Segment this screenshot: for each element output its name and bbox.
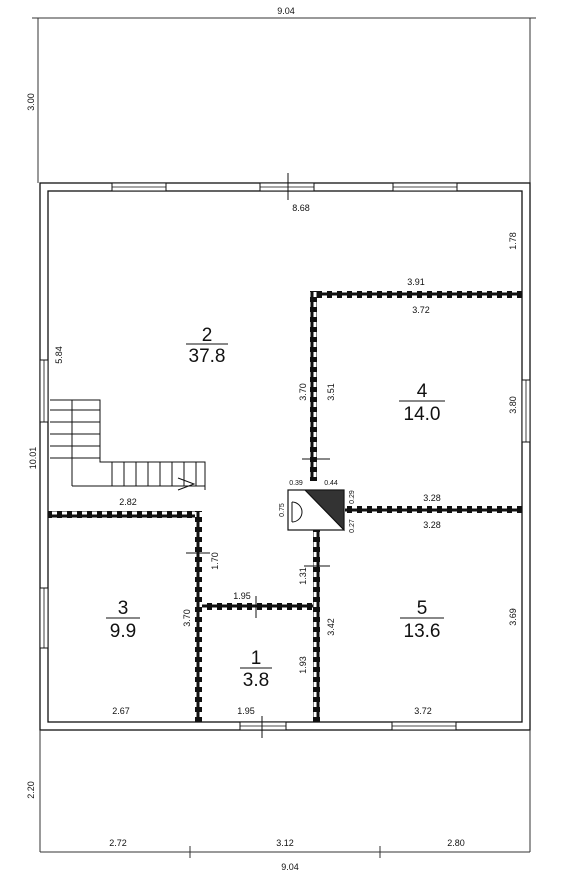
dim-shaft-075: 0.75	[279, 503, 286, 517]
terrace-top	[32, 17, 536, 183]
dim-room4-bottom-inner: 3.28	[423, 520, 441, 530]
room-labels: 2 37.8 4 14.0 3 9.9 1 3.8 5 13.6	[106, 325, 445, 691]
dim-room4-bottom-outer: 3.28	[423, 493, 441, 503]
exterior-walls	[39, 182, 531, 731]
dim-room3-height: 3.70	[182, 609, 192, 627]
dim-room2-side: 5.84	[54, 346, 64, 364]
room-5-number: 5	[417, 598, 428, 619]
dim-room1-top: 1.95	[233, 591, 251, 601]
dim-stair-wall: 2.82	[119, 497, 137, 507]
dim-room1-right: 1.93	[298, 656, 308, 674]
staircase	[50, 399, 206, 491]
dim-top-total: 9.04	[277, 6, 295, 16]
dim-shaft-039: 0.39	[289, 480, 303, 487]
room-4-number: 4	[417, 381, 428, 402]
dim-bottom-total: 9.04	[281, 862, 299, 872]
ventilation-shaft	[287, 489, 345, 532]
dimension-labels: 9.04 9.04 8.68 3.91 3.72 3.28 3.28 2.82 …	[109, 6, 465, 872]
dimension-ticks	[186, 173, 330, 738]
windows	[39, 182, 531, 731]
dim-room4-left-inner: 3.51	[326, 383, 336, 401]
dim-room3-bottom: 2.67	[112, 706, 130, 716]
dim-inner-width: 8.68	[292, 203, 310, 213]
room-5-area: 13.6	[404, 621, 441, 642]
dim-corridor-left: 1.70	[210, 552, 220, 570]
dim-terrace-bottom-height: 2.20	[26, 781, 36, 799]
room-4-area: 14.0	[404, 404, 441, 425]
dim-room1-bottom: 1.95	[237, 706, 255, 716]
terrace-bottom	[39, 730, 531, 858]
room-1-area: 3.8	[243, 670, 269, 691]
room-2-area: 37.8	[189, 346, 226, 367]
dim-room4-top-outer: 3.91	[407, 277, 425, 287]
room-2-number: 2	[202, 325, 213, 346]
dim-shaft-044: 0.44	[324, 480, 338, 487]
dim-bottom-seg-1: 2.72	[109, 838, 127, 848]
dim-bottom-seg-3: 2.80	[447, 838, 465, 848]
dim-bottom-seg-2: 3.12	[276, 838, 294, 848]
room-3-number: 3	[118, 598, 129, 619]
dim-room5-bottom: 3.72	[414, 706, 432, 716]
dim-room4-right: 3.80	[508, 396, 518, 414]
dim-room5-left: 3.42	[326, 618, 336, 636]
dim-room5-right: 3.69	[508, 608, 518, 626]
interior-partitions	[48, 291, 522, 722]
dim-room4-top-inner: 3.72	[412, 305, 430, 315]
dim-room4-left-outer: 3.70	[298, 383, 308, 401]
room-3-area: 9.9	[110, 621, 136, 642]
dim-right-top-offset: 1.78	[508, 232, 518, 250]
room-1-number: 1	[251, 648, 262, 669]
dim-shaft-027: 0.27	[349, 519, 356, 533]
dim-main-depth: 10.01	[28, 447, 38, 470]
dimension-labels-vertical: 3.00 2.20 10.01 5.84 1.78 3.70 3.51 3.80…	[26, 93, 518, 799]
dim-corridor-right: 1.31	[298, 567, 308, 585]
dim-terrace-top-height: 3.00	[26, 93, 36, 111]
dim-shaft-029: 0.29	[349, 490, 356, 504]
